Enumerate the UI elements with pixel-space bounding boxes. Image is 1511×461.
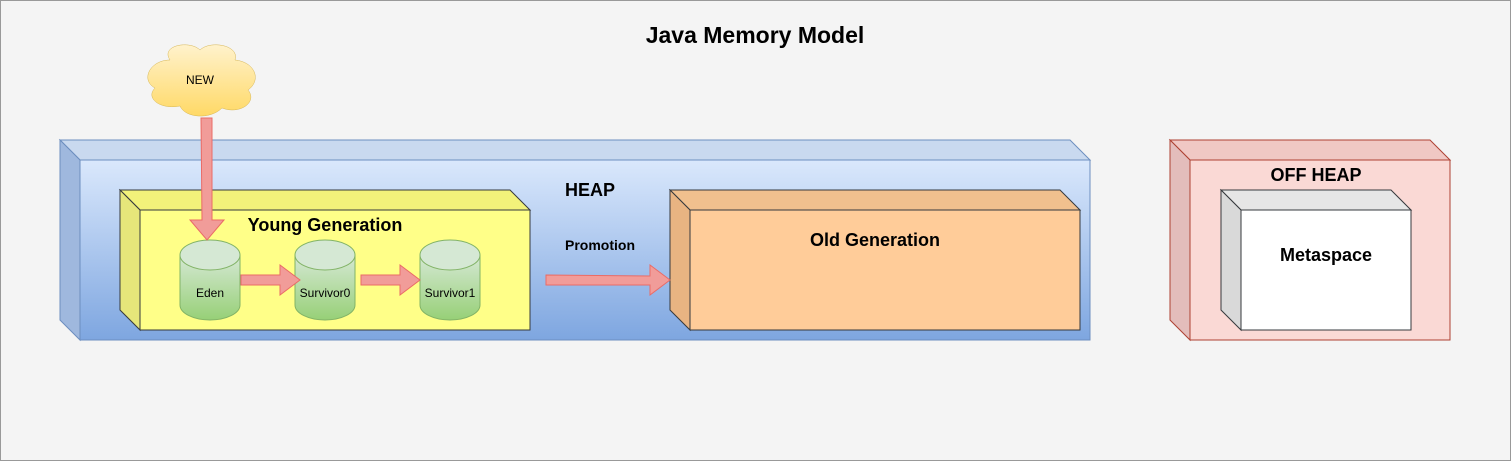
eden-cylinder — [179, 239, 241, 321]
new-cloud — [147, 44, 256, 117]
metaspace-box — [1219, 188, 1413, 332]
survivor1-cylinder — [419, 239, 481, 321]
old-generation-label: Old Generation — [810, 230, 940, 250]
promotion-label: Promotion — [565, 237, 635, 253]
heap-label: HEAP — [565, 180, 615, 200]
old-generation-box — [668, 188, 1082, 332]
off-heap-label: OFF HEAP — [1270, 165, 1361, 185]
eden-to-survivor0-arrow — [240, 264, 301, 296]
diagram-title: Java Memory Model — [646, 22, 865, 48]
survivor1-label: Survivor1 — [425, 286, 476, 300]
promotion-arrow — [545, 264, 671, 296]
young-generation-label: Young Generation — [248, 215, 403, 235]
new-label: NEW — [186, 73, 215, 87]
new-to-eden-arrow — [188, 117, 226, 241]
survivor0-to-survivor1-arrow — [360, 264, 421, 296]
metaspace-label: Metaspace — [1280, 245, 1372, 265]
eden-label: Eden — [196, 286, 224, 300]
survivor0-cylinder — [294, 239, 356, 321]
survivor0-label: Survivor0 — [300, 286, 351, 300]
